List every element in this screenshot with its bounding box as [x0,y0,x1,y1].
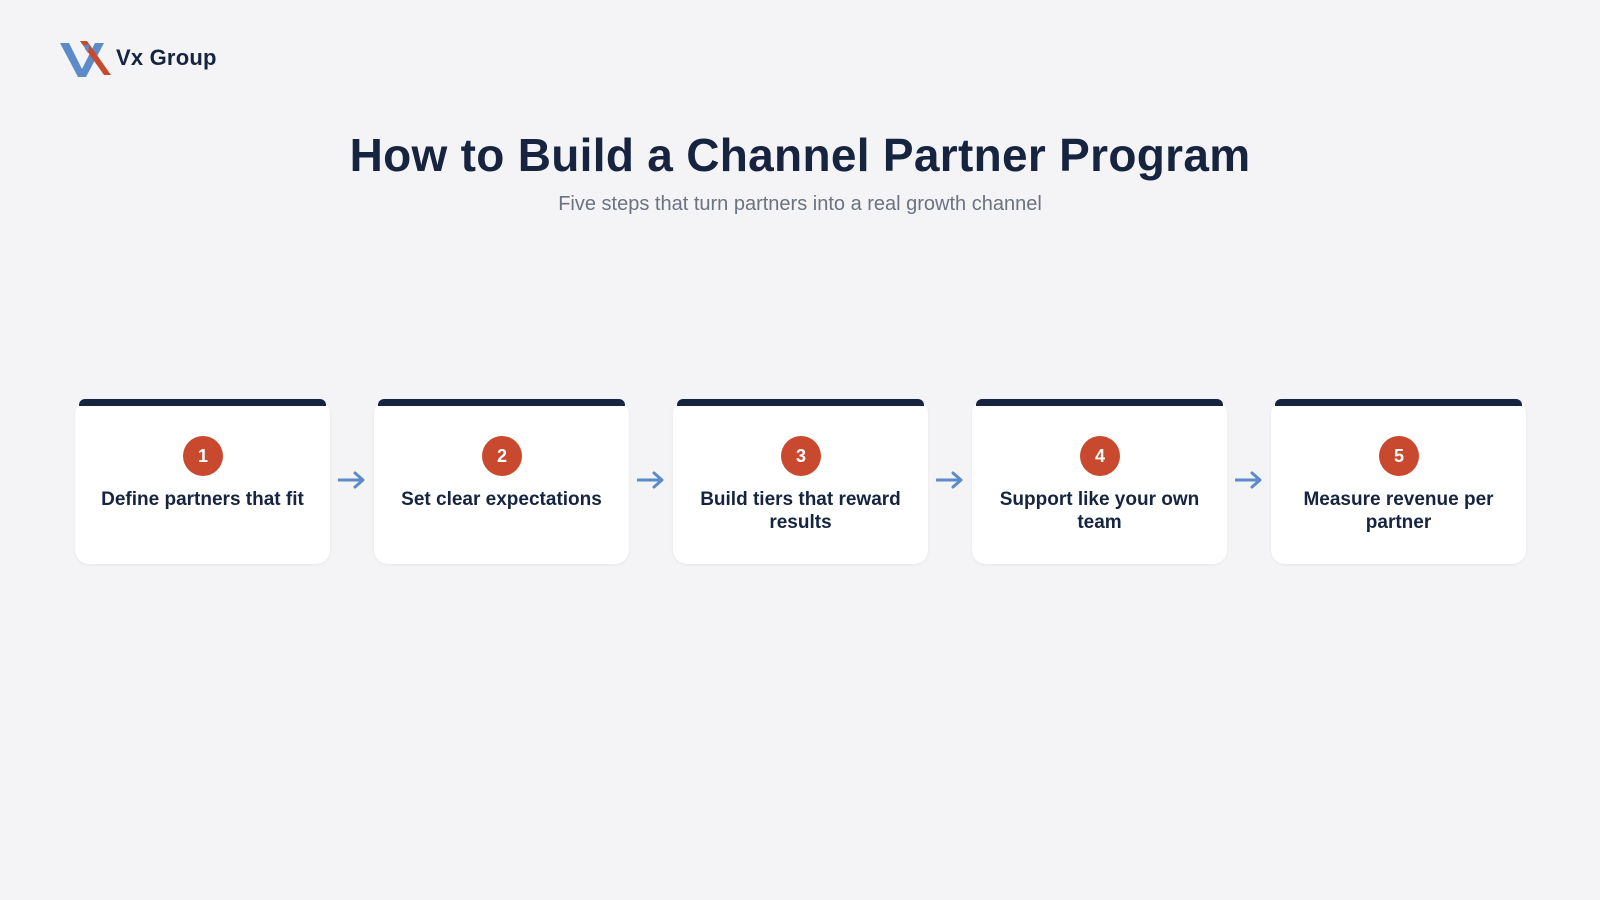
step-number-badge: 4 [1080,436,1120,476]
page-subtitle: Five steps that turn partners into a rea… [558,193,1042,215]
vx-logo-icon [60,41,111,77]
step-number-badge: 2 [482,436,522,476]
step-card-top-bar [79,399,326,406]
step-card-top-bar [976,399,1223,406]
step-number-badge: 5 [1379,436,1419,476]
brand-name: Vx Group [116,45,217,70]
brand-logo: Vx Group [60,38,217,78]
step-label: Measure revenue per partner [1303,489,1494,533]
step-card-top-bar [1275,399,1522,406]
step-label: Define partners that fit [101,489,304,510]
step-card-top-bar [378,399,625,406]
step-card: 1 Define partners that fit [75,399,330,564]
arrow-right-icon [637,471,664,489]
step-label: Build tiers that reward results [700,489,901,533]
step-card: 2 Set clear expectations [374,399,629,564]
arrow-right-icon [1235,471,1262,489]
step-card: 4 Support like your own team [972,399,1227,564]
step-card: 3 Build tiers that reward results [673,399,928,564]
step-label: Support like your own team [999,489,1200,533]
step-label: Set clear expectations [401,489,602,510]
arrow-right-icon [936,471,963,489]
step-card: 5 Measure revenue per partner [1271,399,1526,564]
page-title: How to Build a Channel Partner Program [349,129,1251,181]
step-card-top-bar [677,399,924,406]
arrow-right-icon [338,471,365,489]
step-number-badge: 3 [781,436,821,476]
step-number-badge: 1 [183,436,223,476]
